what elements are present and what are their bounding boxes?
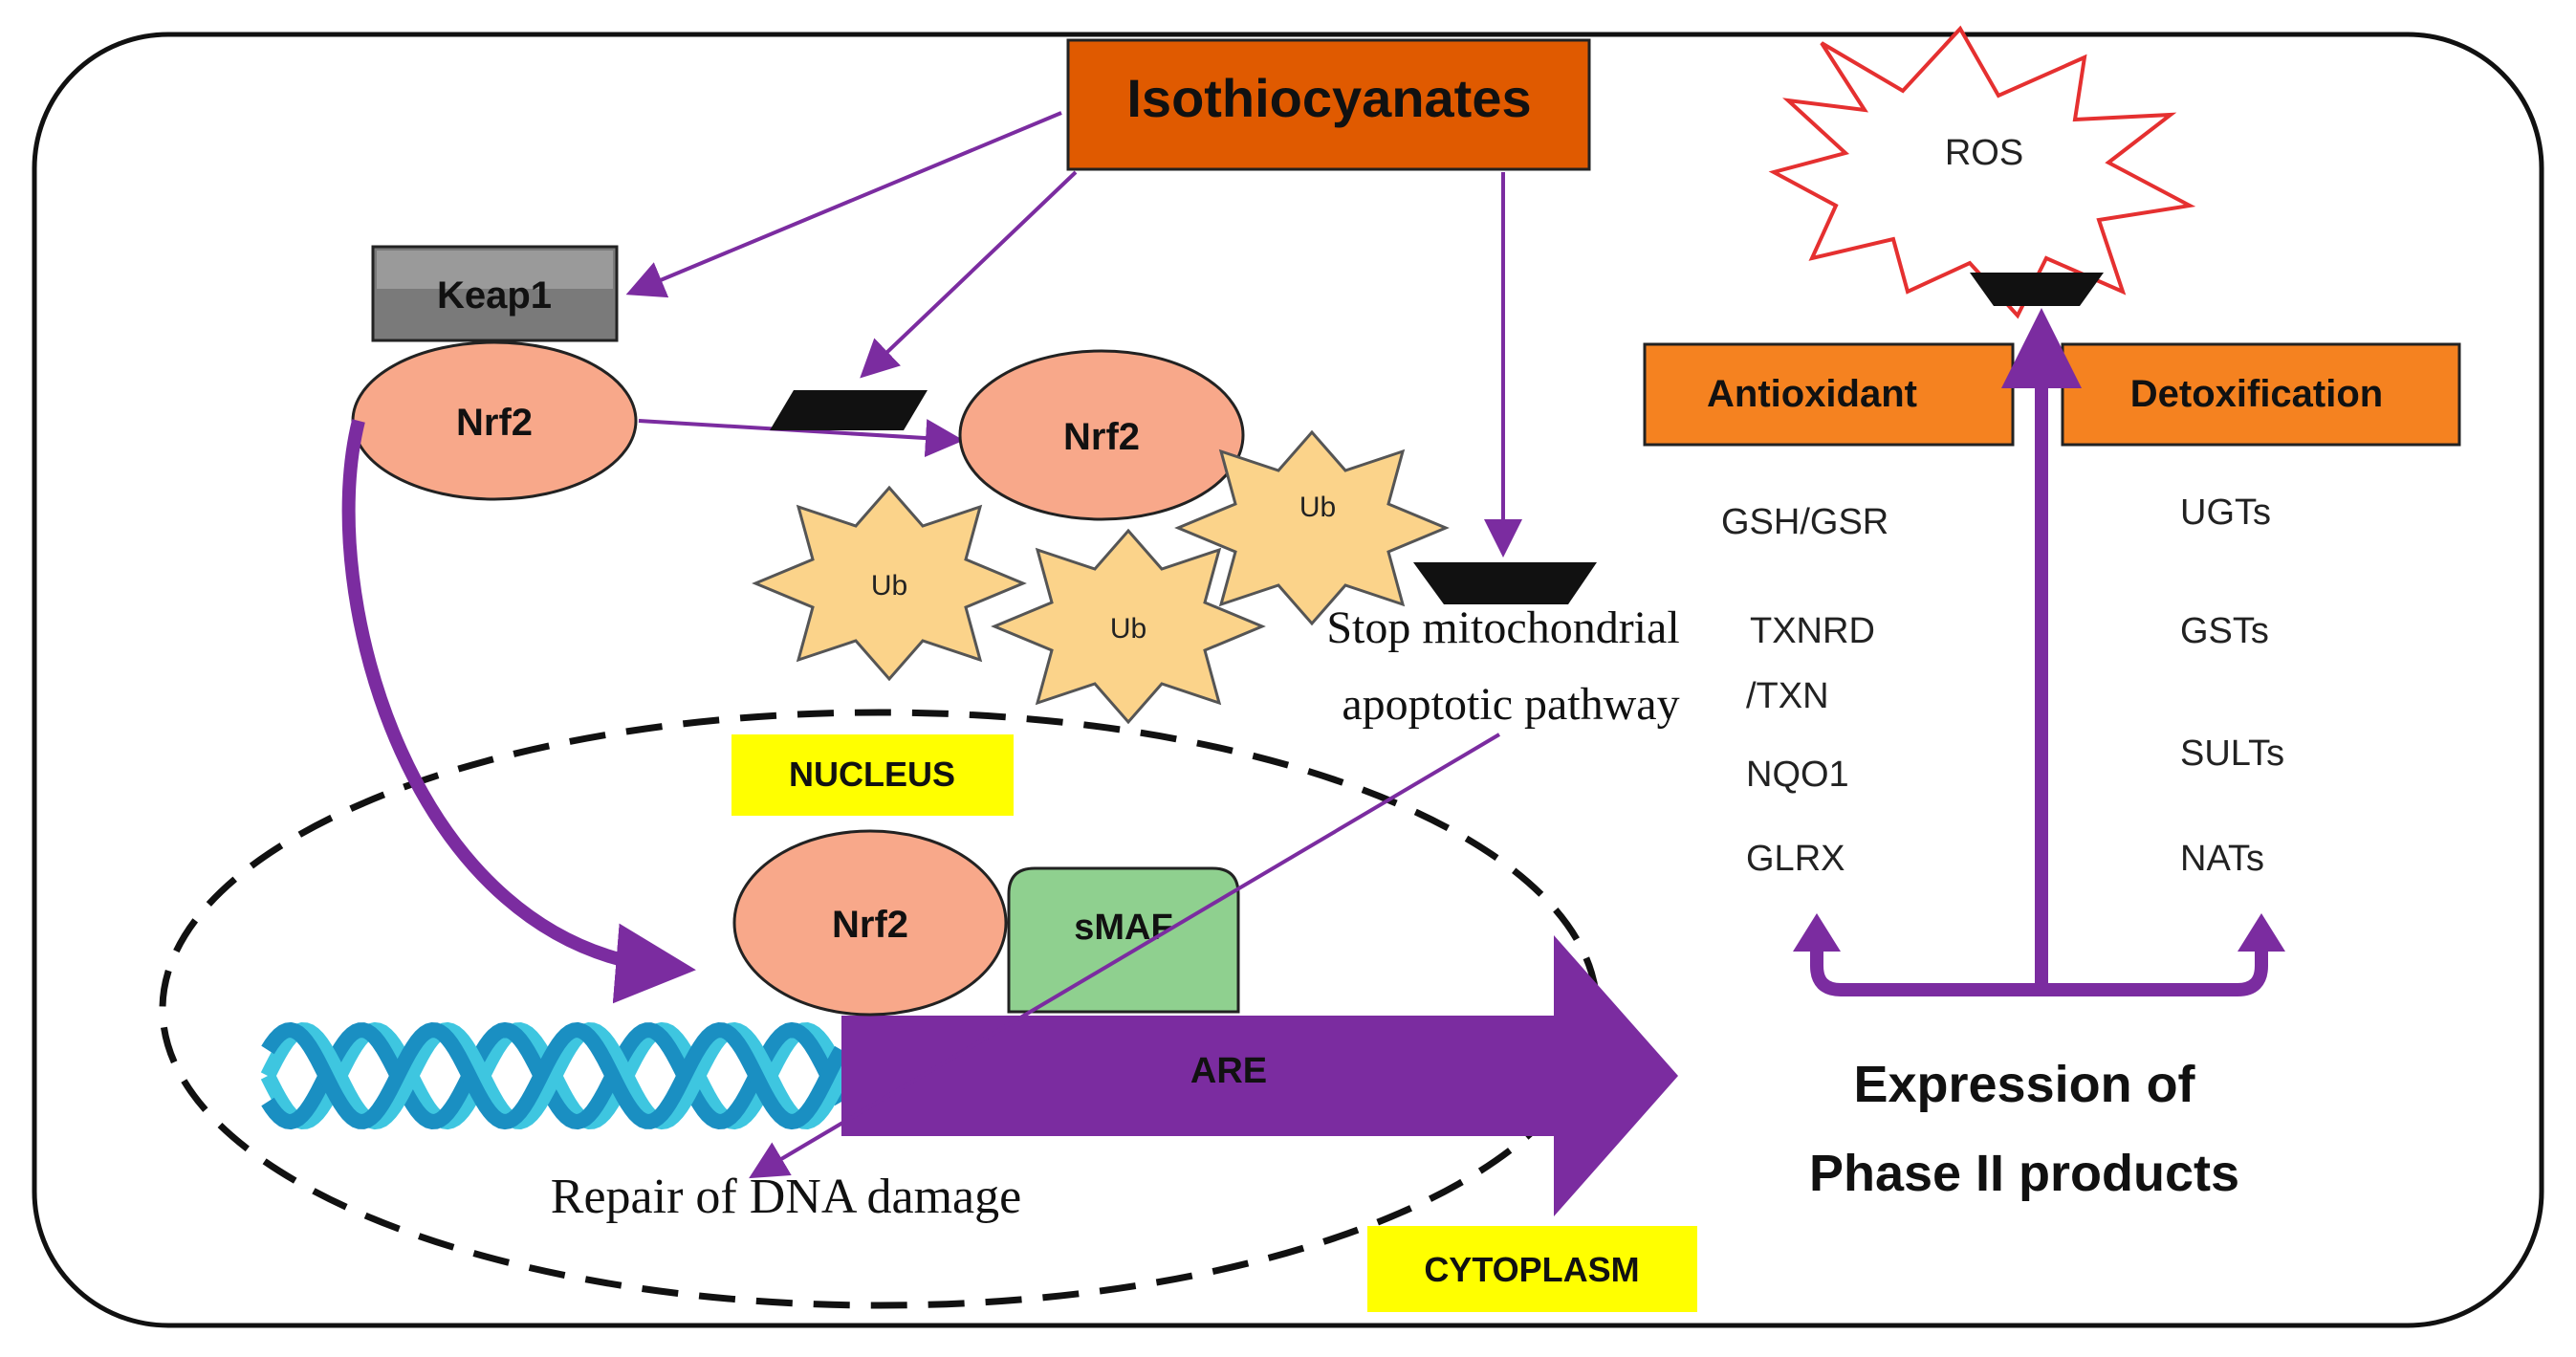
antioxidant-product-3: NQO1 [1746, 755, 1849, 795]
bracket-arrowhead-left [1793, 913, 1841, 952]
ub-label-3: Ub [1299, 492, 1336, 523]
dna-helix-icon [260, 1021, 849, 1130]
stop-mito-line2: apoptotic pathway [1342, 679, 1679, 730]
antioxidant-product-1: TXNRD [1750, 611, 1875, 651]
ub-star-1: Ub [752, 485, 1027, 682]
inhibitor-release-icon [770, 390, 928, 430]
nucleus-label: NUCLEUS [789, 755, 955, 794]
antioxidant-product-0: GSH/GSR [1721, 502, 1888, 542]
antioxidant-product-4: GLRX [1746, 839, 1845, 879]
detox-product-1: GSTs [2180, 611, 2269, 651]
detoxification-label: Detoxification [2130, 373, 2383, 415]
bracket-arrows [1810, 942, 2268, 996]
antioxidant-node: Antioxidant [1643, 342, 2015, 447]
expression-line2: Phase II products [1809, 1145, 2239, 1202]
ros-label: ROS [1945, 133, 2023, 173]
detox-product-2: SULTs [2180, 733, 2284, 774]
smaf-label: sMAF [1074, 908, 1172, 948]
detox-products: UGTs GSTs SULTs NATs [2180, 492, 2284, 879]
ub-label-1: Ub [871, 570, 907, 602]
are-arrow: ARE [841, 935, 1678, 1216]
isothiocyanates-label: Isothiocyanates [1126, 68, 1531, 128]
isothiocyanates-node: Isothiocyanates [1066, 38, 1591, 171]
inhibitor-mito-icon [1413, 562, 1597, 604]
inhibitor-ros-icon [1970, 273, 2104, 306]
ub-label-2: Ub [1110, 613, 1146, 645]
expression-line1: Expression of [1853, 1056, 2195, 1113]
smaf-node: sMAF [1007, 866, 1240, 1014]
antioxidant-label: Antioxidant [1707, 373, 1917, 415]
are-label: ARE [1190, 1051, 1267, 1091]
arrow-nrf2-translocation [341, 419, 696, 1004]
arrow-mito-to-repair [749, 733, 1501, 1179]
bracket-arrowhead-right [2238, 913, 2285, 952]
nrf2-nucleus-label: Nrf2 [832, 904, 908, 946]
nrf2-nucleus-node: Nrf2 [732, 829, 1008, 1017]
dna-strand [261, 1021, 848, 1130]
nrf2-bound-node: Nrf2 [351, 340, 638, 501]
repair-dna-text: Repair of DNA damage [551, 1170, 1021, 1224]
ros-burst: ROS [1768, 25, 2196, 319]
detox-product-0: UGTs [2180, 492, 2271, 533]
nrf2-free-label: Nrf2 [1063, 416, 1140, 458]
arrow-iso-to-inhibitor [860, 170, 1078, 379]
ub-star-3: Ub [1174, 429, 1450, 626]
keap1-node: Keap1 [371, 245, 619, 342]
outer-frame [32, 32, 2544, 1328]
nucleus-label-box: NUCLEUS [731, 734, 1014, 816]
cytoplasm-label-box: CYTOPLASM [1367, 1226, 1697, 1312]
detoxification-node: Detoxification [2061, 342, 2461, 447]
stop-mito-line1: Stop mitochondrial [1326, 602, 1679, 653]
nrf2-free-node: Nrf2 [958, 349, 1245, 521]
cytoplasm-label: CYTOPLASM [1424, 1250, 1639, 1289]
arrow-iso-to-keap1 [625, 111, 1062, 298]
nrf2-bound-label: Nrf2 [456, 402, 533, 444]
detox-product-3: NATs [2180, 839, 2264, 879]
ub-star-2: Ub [991, 528, 1266, 725]
antioxidant-product-2: /TXN [1746, 676, 1829, 716]
antioxidant-products: GSH/GSR TXNRD /TXN NQO1 GLRX [1721, 502, 1888, 879]
keap1-label: Keap1 [437, 274, 552, 317]
dna-strand [261, 1021, 848, 1130]
